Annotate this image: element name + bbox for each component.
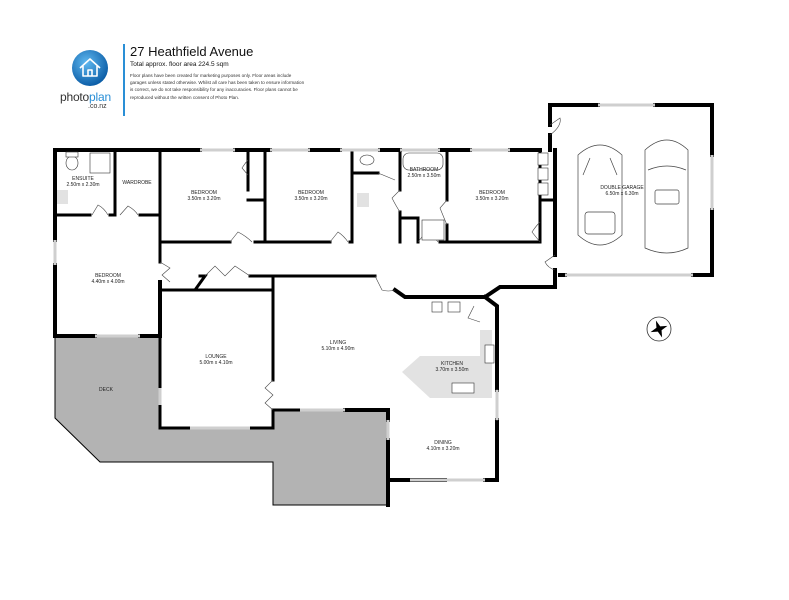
range	[484, 344, 495, 364]
room-name: BEDROOM	[298, 190, 324, 196]
room-size: 5.10m x 4.90m	[321, 346, 355, 352]
room-master-bedroom: BEDROOM 4.40m x 4.00m	[91, 273, 124, 285]
room-name: LIVING	[329, 340, 347, 346]
room-bedroom-3: BEDROOM 3.50m x 3.20m	[475, 190, 508, 202]
room-name: LOUNGE	[205, 354, 227, 360]
sink	[451, 382, 475, 394]
room-dining: DINING 4.10m x 3.20m	[426, 440, 459, 452]
ensuite-vanity	[56, 190, 68, 204]
room-living: LIVING 5.10m x 4.90m	[321, 340, 354, 352]
laundry-2	[537, 167, 549, 181]
room-size: 5.00m x 4.10m	[199, 360, 233, 366]
room-size: 2.50m x 3.50m	[407, 173, 441, 179]
room-size: 4.40m x 4.00m	[91, 279, 125, 285]
room-size: 6.50m x 6.30m	[605, 191, 639, 197]
header-divider	[123, 44, 125, 116]
room-name: BEDROOM	[95, 273, 121, 279]
floor-area: Total approx. floor area 224.5 sqm	[130, 61, 229, 68]
room-name: WARDROBE	[122, 180, 152, 186]
shower	[421, 219, 445, 241]
brand-name-part1: photo	[60, 90, 90, 104]
laundry-3	[537, 182, 549, 196]
wc-toilet	[359, 154, 375, 166]
room-size: 3.70m x 3.50m	[435, 367, 469, 373]
disclaimer-text: Floor plans have been created for market…	[130, 73, 305, 100]
oven	[447, 301, 461, 313]
ensuite-shower	[89, 152, 111, 174]
room-double-garage: DOUBLE GARAGE 6.50m x 6.30m	[600, 185, 643, 197]
room-wardrobe: WARDROBE	[122, 180, 151, 186]
room-size: 2.50m x 2.30m	[66, 182, 100, 188]
room-bathroom: BATHROOM 2.50m x 3.50m	[407, 167, 440, 179]
room-ensuite: ENSUITE 2.50m x 2.30m	[66, 176, 99, 188]
cooktop	[431, 301, 443, 313]
ensuite-toilet	[65, 155, 79, 171]
brand-domain: .co.nz	[88, 103, 107, 110]
room-name: DOUBLE GARAGE	[600, 185, 644, 191]
room-size: 3.50m x 3.20m	[294, 196, 328, 202]
page-title: 27 Heathfield Avenue	[130, 44, 254, 59]
room-deck: DECK	[99, 387, 113, 393]
kitchen-counter	[402, 330, 492, 398]
room-name: ENSUITE	[72, 176, 94, 182]
room-size: 3.50m x 3.20m	[187, 196, 221, 202]
compass-icon	[646, 316, 672, 342]
room-size: 3.50m x 3.20m	[475, 196, 509, 202]
room-name: BEDROOM	[191, 190, 217, 196]
room-bedroom-2: BEDROOM 3.50m x 3.20m	[294, 190, 327, 202]
room-name: BATHROOM	[409, 167, 439, 173]
laundry-1	[537, 152, 549, 166]
room-name: DECK	[99, 387, 113, 393]
room-name: DINING	[434, 440, 452, 446]
photoplan-logo-icon	[72, 50, 108, 86]
brand-wordmark: photoplan	[60, 90, 111, 104]
room-name: BEDROOM	[479, 190, 505, 196]
room-size: 4.10m x 3.20m	[426, 446, 460, 452]
bathroom-vanity	[357, 193, 369, 207]
room-bedroom-1: BEDROOM 3.50m x 3.20m	[187, 190, 220, 202]
room-kitchen: KITCHEN 3.70m x 3.50m	[435, 361, 468, 373]
bath	[402, 152, 444, 171]
brand-name-part2: plan	[89, 90, 111, 104]
room-name: KITCHEN	[441, 361, 463, 367]
room-lounge: LOUNGE 5.00m x 4.10m	[199, 354, 232, 366]
